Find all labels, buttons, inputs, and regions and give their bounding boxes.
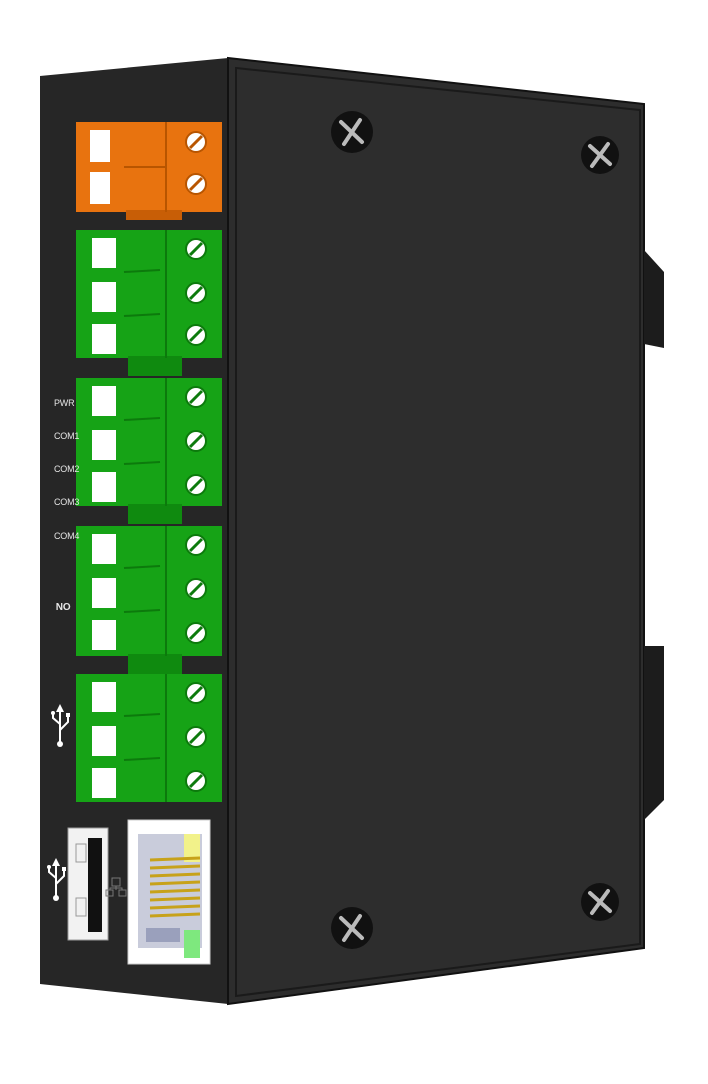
network-icon [105,877,127,897]
usb-port[interactable] [67,827,109,941]
terminal-block-green-4[interactable] [76,674,222,802]
terminal-block-orange[interactable] [76,122,222,220]
din-clip-bottom [644,646,664,820]
side-panel [227,56,645,1006]
terminal-block-green-1[interactable] [76,230,222,376]
screw-top-left [331,111,373,153]
terminal-block-green-2[interactable] [76,378,222,524]
side-panel-inner [235,66,641,998]
label-com4: COM4 [54,531,80,541]
label-com1: COM1 [54,431,80,441]
usb-icon [51,704,70,747]
label-com2: COM2 [54,464,80,474]
screw-top-right [581,136,619,174]
label-pwr: PWR [54,398,75,408]
screw-bottom-left [331,907,373,949]
screw-bottom-right [581,883,619,921]
terminal-block-green-3[interactable] [76,526,222,674]
label-com3: COM3 [54,497,80,507]
din-clip-top [644,250,664,348]
ethernet-port[interactable] [127,819,211,965]
label-on: ON [56,600,71,611]
usb-icon [47,858,66,901]
